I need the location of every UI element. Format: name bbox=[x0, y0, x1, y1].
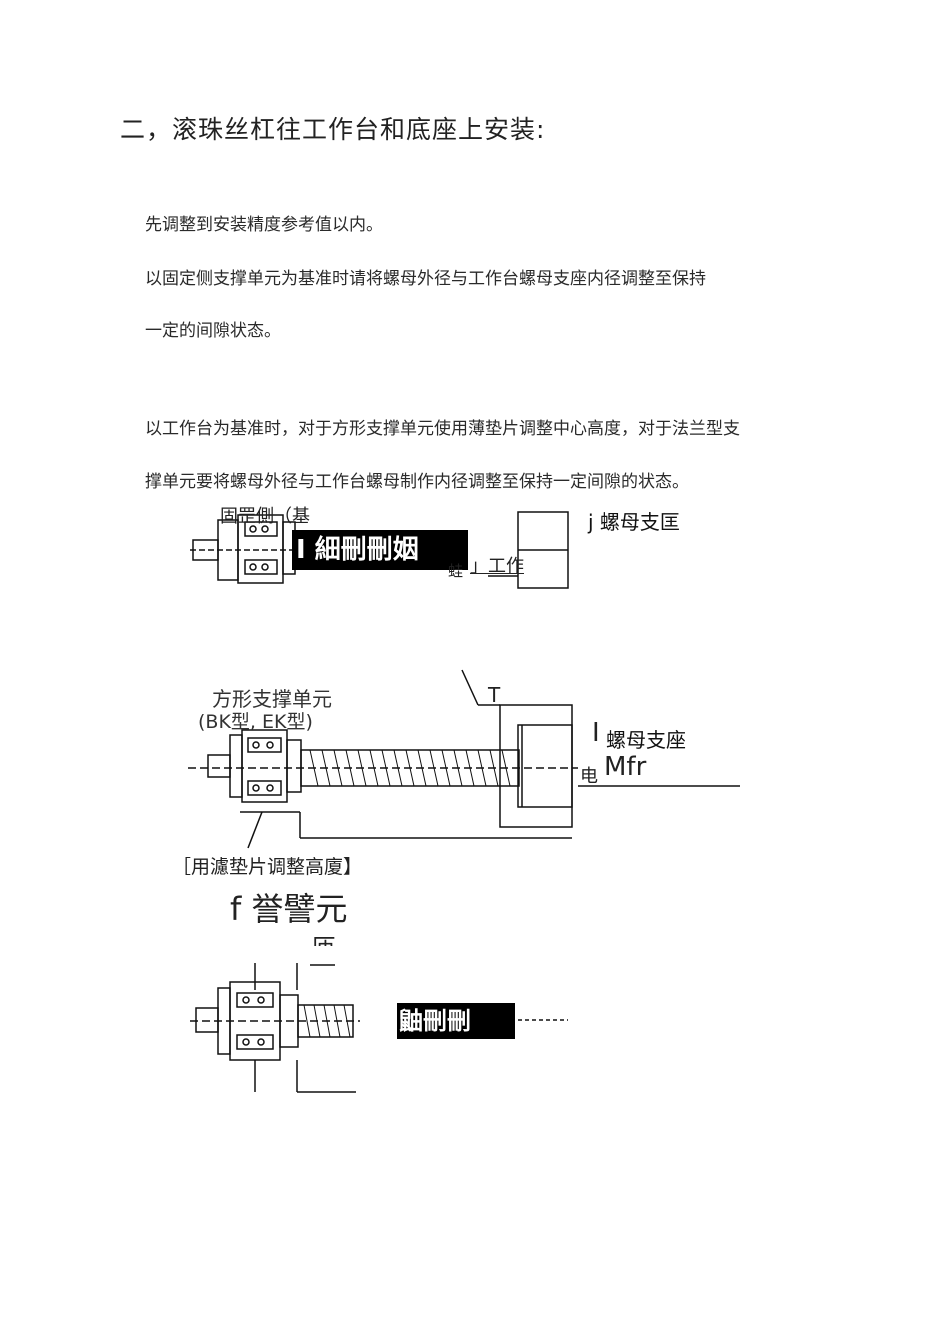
figure1-label-small: 蛙 bbox=[448, 562, 464, 580]
figure2-label-type: (BK型, EK型) bbox=[198, 711, 313, 733]
figure2-drawing bbox=[188, 669, 740, 849]
paragraph-4: 以工作台为基准时，对于方形支撑单元使用薄垫片调整中心高度，对于法兰型支 bbox=[145, 419, 740, 439]
section-heading: 二，滚珠丝杠往工作台和底座上安装: bbox=[120, 115, 546, 144]
paragraph-2: 以固定侧支撑单元为基准时请将螺母外径与工作台螺母支座内径调整至保持 bbox=[145, 269, 706, 289]
figure1-label-nut-support: j 螺母支匡 bbox=[588, 510, 680, 534]
figure2-label-dian: 电 bbox=[580, 766, 598, 787]
figure1-label-fixed-side: 固罡側（基 bbox=[220, 506, 310, 527]
figure3-drawing bbox=[190, 963, 568, 1093]
paragraph-1: 先调整到安装精度参考值以内。 bbox=[145, 215, 383, 235]
figure2-label-unit: 方形支撑单元 bbox=[212, 687, 332, 711]
figure2-label-nut-support: 螺母支座 bbox=[606, 728, 686, 752]
figure2-label-shim: ［用濾垫片调整高廈】 bbox=[172, 856, 363, 878]
paragraph-5: 撑单元要将螺母外径与工作台螺母制作内径调整至保持一定间隙的状态。 bbox=[145, 472, 689, 492]
figure2-label-mfr: Mfr bbox=[604, 752, 647, 782]
figure2-label-bar: I bbox=[592, 718, 600, 748]
figure1-label-worktable: 」工作 bbox=[470, 556, 524, 577]
figure1-black-label: I 細刪刪姻 bbox=[292, 530, 468, 570]
figure3-label-big: f 誉譬元 bbox=[230, 890, 348, 928]
figure2-label-t: T bbox=[488, 683, 501, 707]
figure3-black-label: 鼬刪刪 bbox=[397, 1003, 515, 1039]
figure1-drawing bbox=[190, 511, 569, 589]
figure3-label-partial: 匝 bbox=[312, 928, 336, 946]
paragraph-3: 一定的间隙状态。 bbox=[145, 321, 281, 341]
